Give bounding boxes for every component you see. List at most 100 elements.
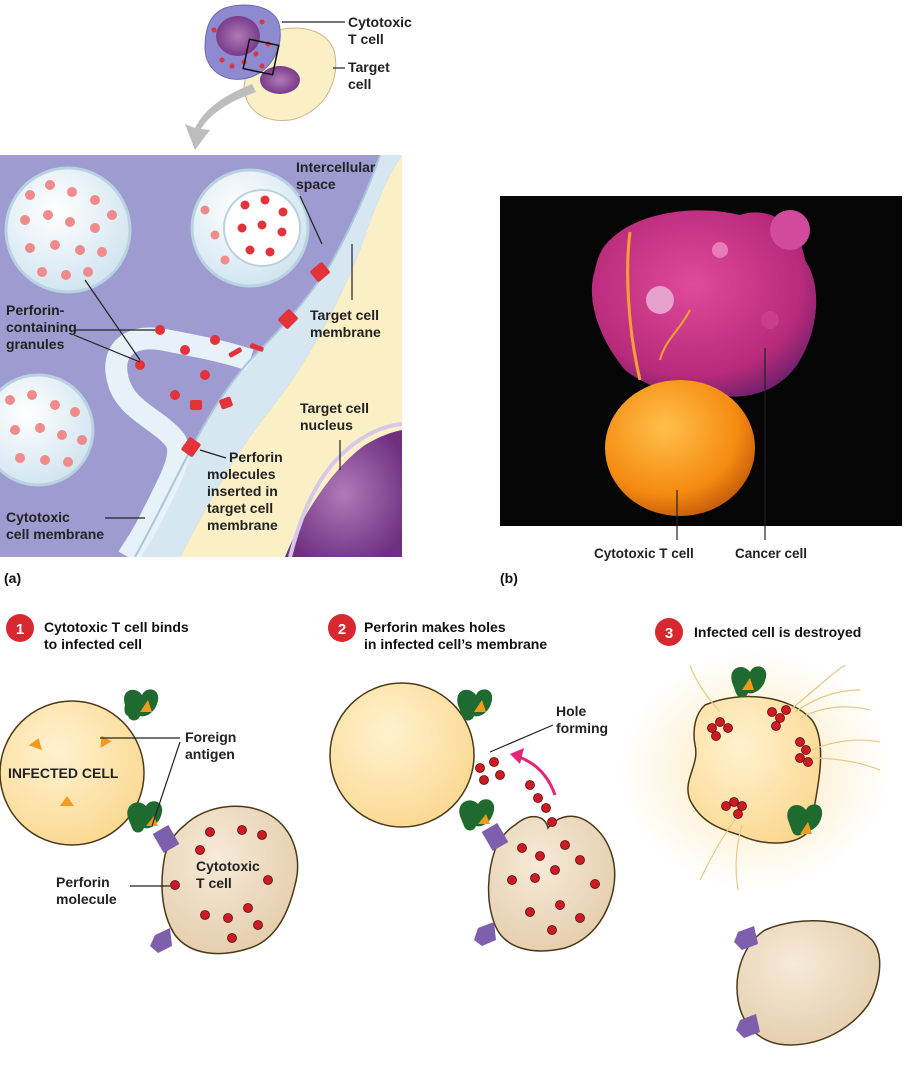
label-perforin-molecule-2: molecule [56, 891, 117, 907]
step3-pore-clusters [707, 705, 813, 819]
step-3-badge [655, 618, 683, 646]
target-cell-region [180, 155, 402, 557]
label-photo-tcell: Cytotoxic T cell [594, 546, 694, 561]
step1-t-cell [161, 805, 299, 955]
step-1-line-1: Cytotoxic T cell binds [44, 619, 189, 635]
label-target-nucleus-2: nucleus [300, 417, 353, 433]
label-cytotoxic-membrane-2: cell membrane [6, 526, 104, 542]
label-foreign-2: antigen [185, 746, 235, 762]
label-intercellular-1: Intercellular [296, 159, 376, 175]
antigen-triangle [140, 700, 152, 712]
label-granules-2: containing [6, 319, 77, 335]
label-step1-tcell-1: Cytotoxic [196, 858, 260, 874]
label-perforin-inserted-4: target cell [207, 500, 273, 516]
t-cell-shape [605, 231, 755, 516]
movement-arrow [515, 754, 557, 796]
label-target-membrane-1: Target cell [310, 307, 379, 323]
step-3-number: 3 [665, 625, 673, 642]
cytotoxic-membrane-line [134, 155, 381, 557]
zoom-arrow [185, 84, 256, 150]
step2-perforin-dots [475, 757, 600, 935]
step-3-line-1: Infected cell is destroyed [694, 624, 861, 640]
label-granules-1: Perforin- [6, 302, 65, 318]
step-2-number: 2 [338, 621, 346, 638]
infected-cell [0, 700, 145, 846]
label-target-membrane-2: membrane [310, 324, 381, 340]
step-2-badge [328, 614, 356, 642]
label-perforin-inserted-3: inserted in [207, 483, 278, 499]
movement-arrowhead [510, 748, 524, 764]
step-2-line-2: in infected cell’s membrane [364, 636, 547, 652]
inset-granules [211, 19, 271, 69]
intercellular-space [135, 155, 402, 557]
step-3-diagram [620, 650, 890, 1046]
label-cytotoxic-membrane-1: Cytotoxic [6, 509, 70, 525]
step1-perforin-dots [170, 825, 273, 943]
inserted-perforin-pores [181, 262, 330, 457]
infected-cell-label: INFECTED CELL [8, 765, 119, 781]
inset-zoom-box [242, 38, 280, 76]
label-perforin-molecule-1: Perforin [56, 874, 110, 890]
inset-target-nucleus [260, 66, 300, 94]
label-foreign-1: Foreign [185, 729, 236, 745]
step-1-badge [6, 614, 34, 642]
released-perforin [135, 325, 264, 410]
inset-cytotoxic-nucleus [216, 16, 260, 56]
label-step1-tcell-2: T cell [196, 875, 232, 891]
step1-tcr-lower [150, 928, 172, 953]
cancer-cell-shape [591, 210, 817, 397]
inset-cytotoxic-label-1: Cytotoxic [348, 14, 412, 30]
panel-b: Cytotoxic T cell Cancer cell (b) [500, 196, 902, 586]
step3-t-cell [736, 920, 881, 1046]
inset-target-label-2: cell [348, 76, 371, 92]
label-intercellular-2: space [296, 176, 336, 192]
foreign-antigen-markers [28, 735, 112, 806]
label-perforin-inserted-5: membrane [207, 517, 278, 533]
cytotoxic-membrane-bulge [105, 327, 254, 557]
step-2-line-1: Perforin makes holes [364, 619, 506, 635]
step2-tcr-complex [459, 799, 509, 946]
label-hole-1: Hole [556, 703, 587, 719]
antigen-receptor-complex [123, 689, 159, 721]
label-perforin-inserted-2: molecules [207, 466, 276, 482]
step1-tcr-complex [127, 801, 180, 854]
panel-b-tag: (b) [500, 570, 518, 586]
step3-tcr [734, 926, 760, 1038]
step2-receptor-top [457, 689, 493, 721]
step-1-number: 1 [16, 621, 24, 638]
step2-infected-cell [329, 682, 475, 828]
granule-dots [5, 180, 230, 467]
panel-a-tag: (a) [4, 570, 21, 586]
target-nucleus [285, 430, 402, 557]
step-3-header: 3 Infected cell is destroyed [655, 618, 861, 646]
inset-target-label-1: Target [348, 59, 390, 75]
step-1-line-2: to infected cell [44, 636, 142, 652]
label-perforin-inserted-1: Perforin [229, 449, 283, 465]
inset-cytotoxic-label-2: T cell [348, 31, 384, 47]
label-hole-2: forming [556, 720, 608, 736]
label-photo-cancer: Cancer cell [735, 546, 807, 561]
leaking-cytoplasm [689, 664, 881, 891]
fusing-granule-dots [237, 195, 288, 257]
label-target-nucleus-1: Target cell [300, 400, 369, 416]
